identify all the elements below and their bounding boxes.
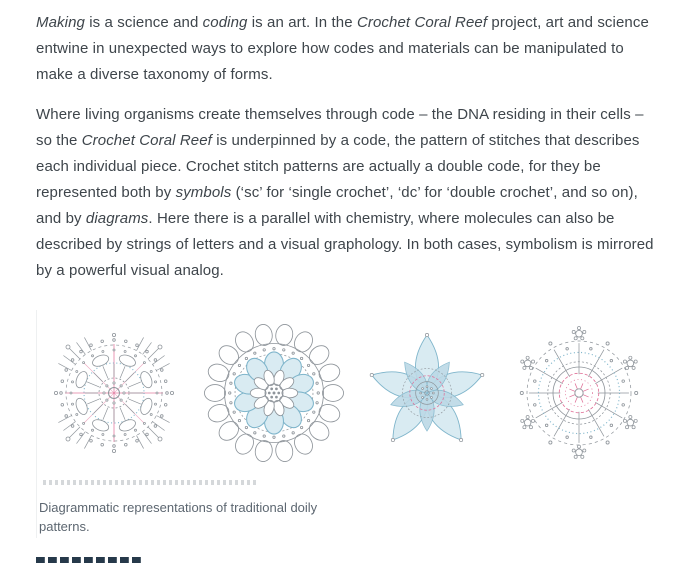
- article-content: Making is a science and coding is an art…: [36, 10, 657, 538]
- square-doily-diagram: [39, 318, 189, 468]
- figure-caption: Diagrammatic representations of traditio…: [39, 500, 318, 534]
- cropped-bottom-content: [36, 557, 144, 563]
- round-flower-doily-diagram: [195, 314, 353, 472]
- text-segment: is underpinned by a code, the pattern of…: [36, 132, 640, 201]
- doily-diagrams-image: [39, 314, 657, 472]
- text-segment: Where living organisms create themselves…: [36, 106, 644, 149]
- paragraph-intro: Making is a science and coding is an art…: [36, 10, 655, 88]
- five-point-star-doily-diagram: [359, 325, 495, 461]
- text-segment-italic: Crochet Coral Reef: [81, 132, 212, 149]
- text-segment: (‘sc’ for ‘single crochet’, ‘dc’ for ‘do…: [36, 184, 638, 227]
- text-segment-italic: coding: [202, 14, 248, 31]
- paragraph-code: Where living organisms create themselves…: [36, 102, 655, 284]
- cropped-figure-text: [43, 480, 258, 485]
- text-segment-italic: Making: [36, 14, 85, 31]
- doily-figure: Diagrammatic representations of traditio…: [36, 310, 657, 538]
- text-segment-italic: diagrams: [85, 210, 149, 227]
- text-segment: project, art and science entwine in unex…: [36, 14, 649, 83]
- text-segment-italic: symbols: [175, 184, 232, 201]
- snowflake-doily-diagram: [501, 315, 657, 471]
- text-segment: . Here there is a parallel with chemistr…: [36, 210, 654, 279]
- text-segment: is an art. In the: [247, 14, 357, 31]
- text-segment-italic: Crochet Coral Reef: [356, 14, 488, 31]
- text-segment: is a science and: [84, 14, 203, 31]
